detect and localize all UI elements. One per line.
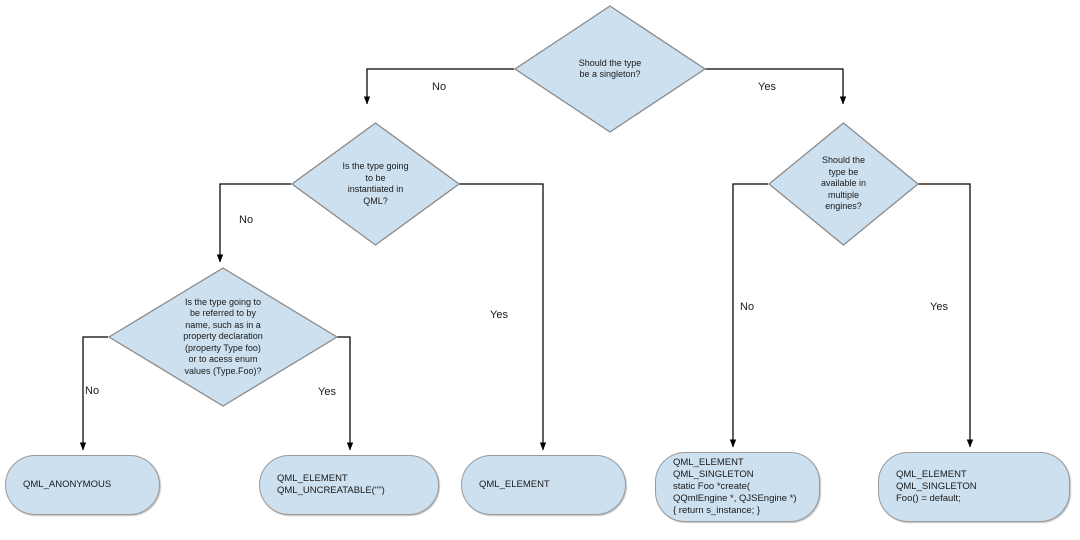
diamond-shape [768, 122, 919, 246]
decision-label: Is the type going to be referred to by n… [183, 296, 263, 376]
decision-referred-by-name[interactable]: Is the type going to be referred to by n… [108, 267, 338, 407]
terminal-label: QML_ELEMENT QML_UNCREATABLE("") [277, 473, 385, 496]
edge-label-singleton-no: No [432, 81, 447, 93]
edge-instantiated-yes [459, 183, 547, 451]
terminal-label: QML_ELEMENT [479, 479, 550, 490]
diamond-shape [514, 5, 706, 133]
terminal-label: QML_ANONYMOUS [23, 479, 112, 490]
edge-label-referred-yes: Yes [318, 386, 336, 398]
edge-engines-yes [918, 183, 974, 448]
edge-instantiated-no [216, 183, 291, 263]
decision-should-be-singleton[interactable]: Should the type be a singleton? [514, 5, 706, 133]
edge-label-instantiated-yes: Yes [490, 309, 508, 321]
terminal-qml-uncreatable[interactable]: QML_ELEMENT QML_UNCREATABLE("") [259, 455, 439, 515]
decision-label: Should the type be a singleton? [578, 57, 642, 80]
terminal-label: QML_ELEMENT QML_SINGLETON static Foo *cr… [673, 457, 797, 516]
diamond-shape [108, 267, 338, 407]
terminal-qml-singleton-create[interactable]: QML_ELEMENT QML_SINGLETON static Foo *cr… [655, 452, 820, 522]
edge-label-engines-no: No [740, 301, 755, 313]
terminal-qml-element[interactable]: QML_ELEMENT [461, 455, 626, 515]
terminal-qml-singleton-default[interactable]: QML_ELEMENT QML_SINGLETON Foo() = defaul… [878, 452, 1070, 522]
decision-label: Should the type be available in multiple… [820, 155, 867, 212]
decision-multiple-engines[interactable]: Should the type be available in multiple… [768, 122, 919, 246]
edge-label-singleton-yes: Yes [758, 81, 776, 93]
edge-singleton-no [363, 68, 514, 105]
decision-label: Is the type going to be instantiated in … [342, 161, 409, 206]
edge-engines-no [729, 183, 768, 448]
edge-label-referred-no: No [85, 385, 100, 397]
edge-referred-no [79, 336, 108, 451]
diamond-shape [291, 122, 460, 246]
decision-instantiated-in-qml[interactable]: Is the type going to be instantiated in … [291, 122, 460, 246]
edge-label-engines-yes: Yes [930, 301, 948, 313]
edge-referred-yes [337, 336, 354, 451]
edge-label-instantiated-no: No [239, 214, 254, 226]
edge-singleton-yes [705, 68, 847, 105]
terminal-qml-anonymous[interactable]: QML_ANONYMOUS [5, 455, 160, 515]
terminal-label: QML_ELEMENT QML_SINGLETON Foo() = defaul… [896, 469, 977, 504]
